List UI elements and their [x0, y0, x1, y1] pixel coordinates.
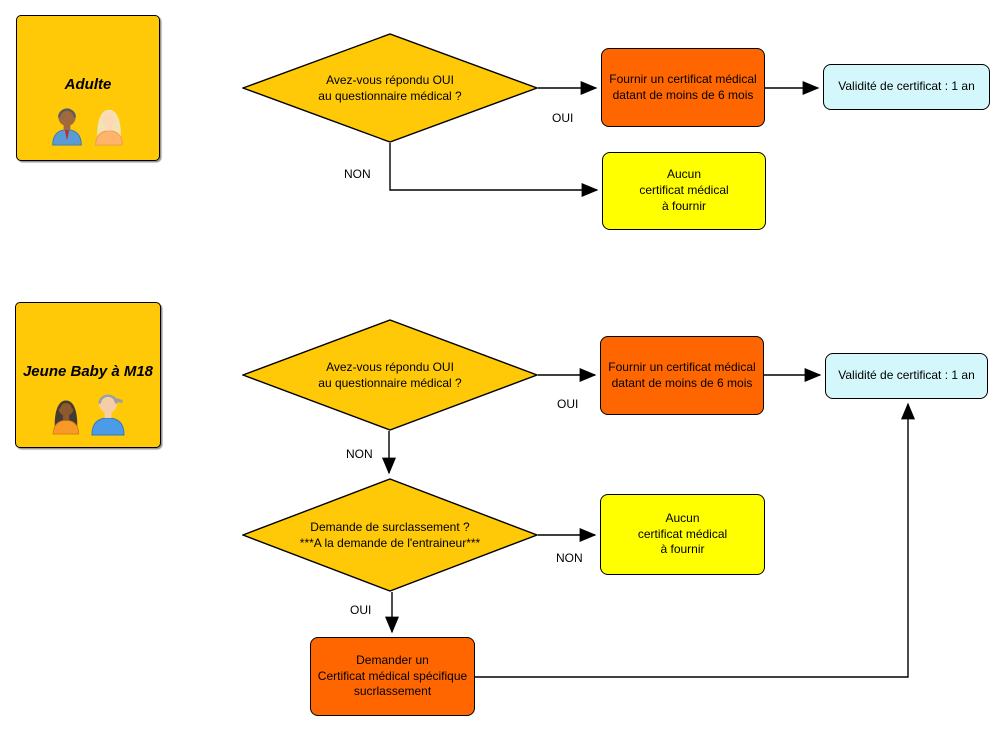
woman-icon — [95, 109, 123, 146]
result-line: Aucun — [666, 167, 702, 182]
decision-line: Avez-vous répondu OUI — [326, 359, 454, 374]
decision-text: Avez-vous répondu OUI au questionnaire m… — [242, 319, 538, 431]
actor-card-adulte: Adulte — [16, 15, 160, 161]
result-aucun-certificat-jeune: Aucun certificat médical à fournir — [600, 494, 765, 575]
decision-text: Demande de surclassement ? ***A la deman… — [242, 478, 538, 592]
decision-line: Demande de surclassement ? — [310, 519, 470, 534]
process-line: datant de moins de 6 mois — [612, 87, 754, 102]
edge-label-oui: OUI — [557, 397, 579, 411]
youth-couple-icons — [46, 389, 130, 437]
decision-questionnaire-jeune: Avez-vous répondu OUI au questionnaire m… — [242, 319, 538, 431]
edge-label-non: NON — [346, 447, 373, 461]
actor-card-jeune-baby: Jeune Baby à M18 — [15, 302, 161, 448]
result-label: Validité de certificat : 1 an — [838, 368, 975, 383]
result-line: certificat médical — [639, 183, 729, 198]
diamond-shape — [242, 33, 538, 143]
process-fournir-certificat-adulte: Fournir un certificat médical datant de … — [601, 48, 765, 127]
result-validite-certificat-adulte: Validité de certificat : 1 an — [823, 64, 990, 110]
process-line: datant de moins de 6 mois — [611, 375, 753, 390]
diamond-shape — [242, 319, 538, 431]
decision-line: ***A la demande de l'entraineur*** — [299, 536, 481, 550]
result-line: à fournir — [660, 542, 705, 557]
process-line: sucrlassement — [353, 684, 432, 699]
adult-couple-icons — [46, 102, 130, 148]
result-validite-certificat-jeune: Validité de certificat : 1 an — [825, 353, 988, 399]
edge-label-non: NON — [344, 167, 371, 181]
result-label: Validité de certificat : 1 an — [838, 79, 975, 94]
decision-questionnaire-adulte: Avez-vous répondu OUI au questionnaire m… — [242, 33, 538, 143]
girl-icon — [52, 400, 80, 435]
edge-label-non: NON — [556, 551, 583, 565]
decision-surclassement: Demande de surclassement ? ***A la deman… — [242, 478, 538, 592]
decision-line: au questionnaire médical ? — [318, 89, 462, 103]
process-line: Fournir un certificat médical — [609, 71, 757, 86]
edge-label-oui: OUI — [350, 603, 372, 617]
process-line: Certificat médical spécifique — [317, 668, 468, 683]
result-line: certificat médical — [637, 526, 728, 541]
result-line: à fournir — [661, 198, 707, 213]
boy-icon — [91, 394, 125, 436]
edge-label-oui: OUI — [552, 111, 574, 125]
actor-label-jeune-baby: Jeune Baby à M18 — [22, 363, 154, 380]
actor-label-adulte: Adulte — [64, 76, 112, 93]
process-demander-certificat-specifique: Demander un Certificat médical spécifiqu… — [310, 637, 475, 716]
result-line: Aucun — [665, 510, 700, 525]
decision-text: Avez-vous répondu OUI au questionnaire m… — [242, 33, 538, 143]
result-aucun-certificat-adulte: Aucun certificat médical à fournir — [602, 152, 766, 230]
process-line: Fournir un certificat médical — [608, 359, 756, 374]
process-line: Demander un — [356, 652, 429, 667]
man-icon — [52, 108, 82, 146]
decision-line: au questionnaire médical ? — [318, 376, 462, 390]
diamond-shape — [242, 478, 538, 592]
decision-line: Avez-vous répondu OUI — [326, 72, 454, 87]
process-fournir-certificat-jeune: Fournir un certificat médical datant de … — [600, 336, 764, 415]
